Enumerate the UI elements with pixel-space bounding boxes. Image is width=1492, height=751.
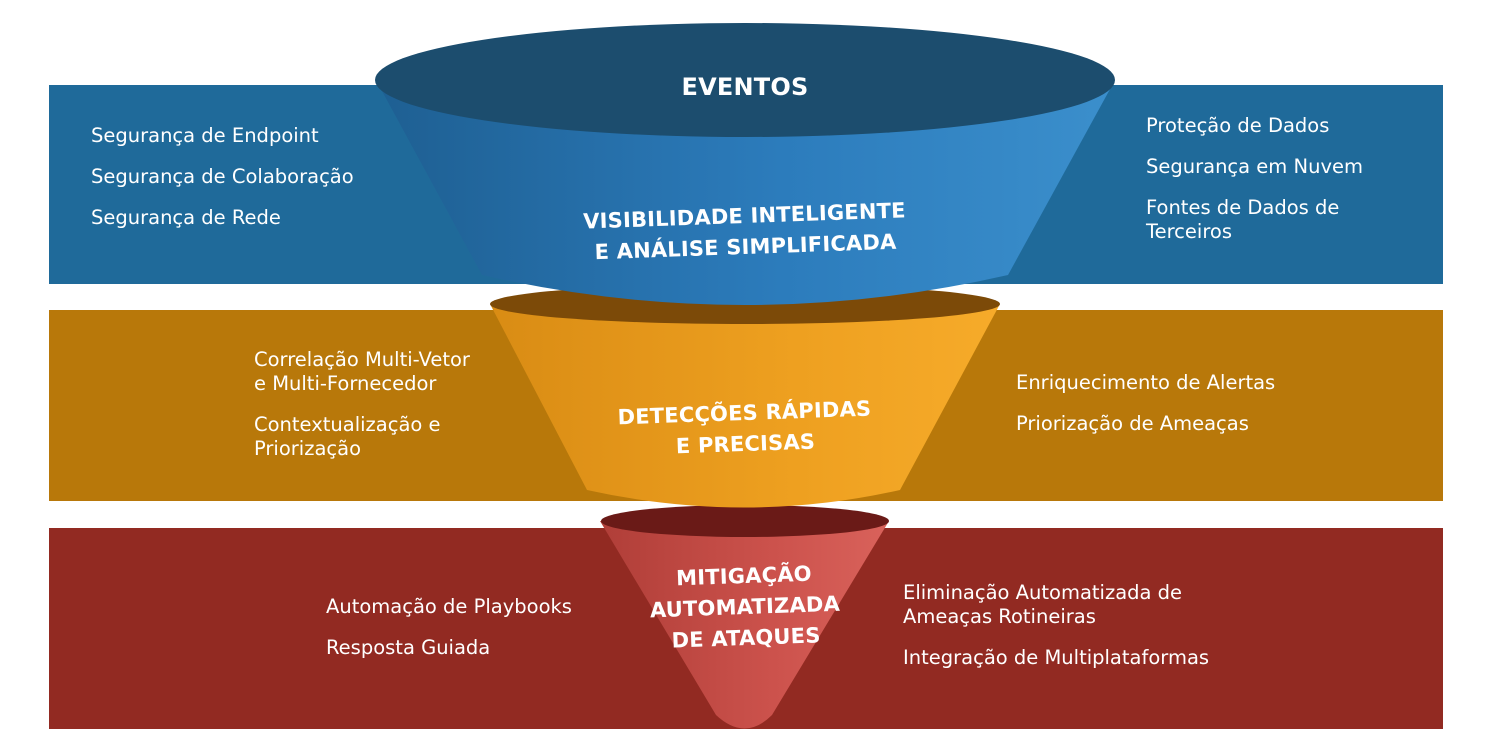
list-item: Priorização de Ameaças xyxy=(1016,412,1249,435)
list-item: Correlação Multi-Vetor e Multi-Fornecedo… xyxy=(254,348,470,395)
list-item: Contextualização e Priorização xyxy=(254,413,441,460)
list-item: Segurança em Nuvem xyxy=(1146,155,1363,178)
funnel-rim-visibility xyxy=(375,23,1115,137)
funnel-rim-mitigation xyxy=(601,505,889,537)
stage-3-left-list: Automação de Playbooks Resposta Guiada xyxy=(326,595,626,677)
list-item: Segurança de Endpoint xyxy=(91,124,319,147)
funnel-section-visibility xyxy=(376,80,1115,305)
stage-1-left-list: Segurança de Endpoint Segurança de Colab… xyxy=(91,124,421,247)
stage-2-left-list: Correlação Multi-Vetor e Multi-Fornecedo… xyxy=(254,348,514,478)
stage-2-right-list: Enriquecimento de Alertas Priorização de… xyxy=(1016,371,1346,453)
stage-3-right-list: Eliminação Automatizada de Ameaças Rotin… xyxy=(903,581,1273,687)
list-item: Eliminação Automatizada de Ameaças Rotin… xyxy=(903,581,1183,628)
list-item: Automação de Playbooks xyxy=(326,595,572,618)
funnel-header-eventos: EVENTOS xyxy=(681,73,809,101)
funnel-section-mitigation xyxy=(600,521,889,729)
funnel-title-mitigation: MITIGAÇÃO AUTOMATIZADA DE ATAQUES xyxy=(649,561,841,653)
stage-1-right-list: Proteção de Dados Segurança em Nuvem Fon… xyxy=(1146,114,1436,261)
list-item: Proteção de Dados xyxy=(1146,114,1330,137)
list-item: Resposta Guiada xyxy=(326,636,491,659)
list-item: Enriquecimento de Alertas xyxy=(1016,371,1276,394)
list-item: Integração de Multiplataformas xyxy=(903,646,1210,669)
list-item: Fontes de Dados de Terceiros xyxy=(1146,196,1340,243)
list-item: Segurança de Colaboração xyxy=(91,165,354,188)
list-item: Segurança de Rede xyxy=(91,206,281,229)
funnel-title-detections: DETECÇÕES RÁPIDAS E PRECISAS xyxy=(617,396,872,459)
funnel-section-detections xyxy=(490,304,1000,508)
